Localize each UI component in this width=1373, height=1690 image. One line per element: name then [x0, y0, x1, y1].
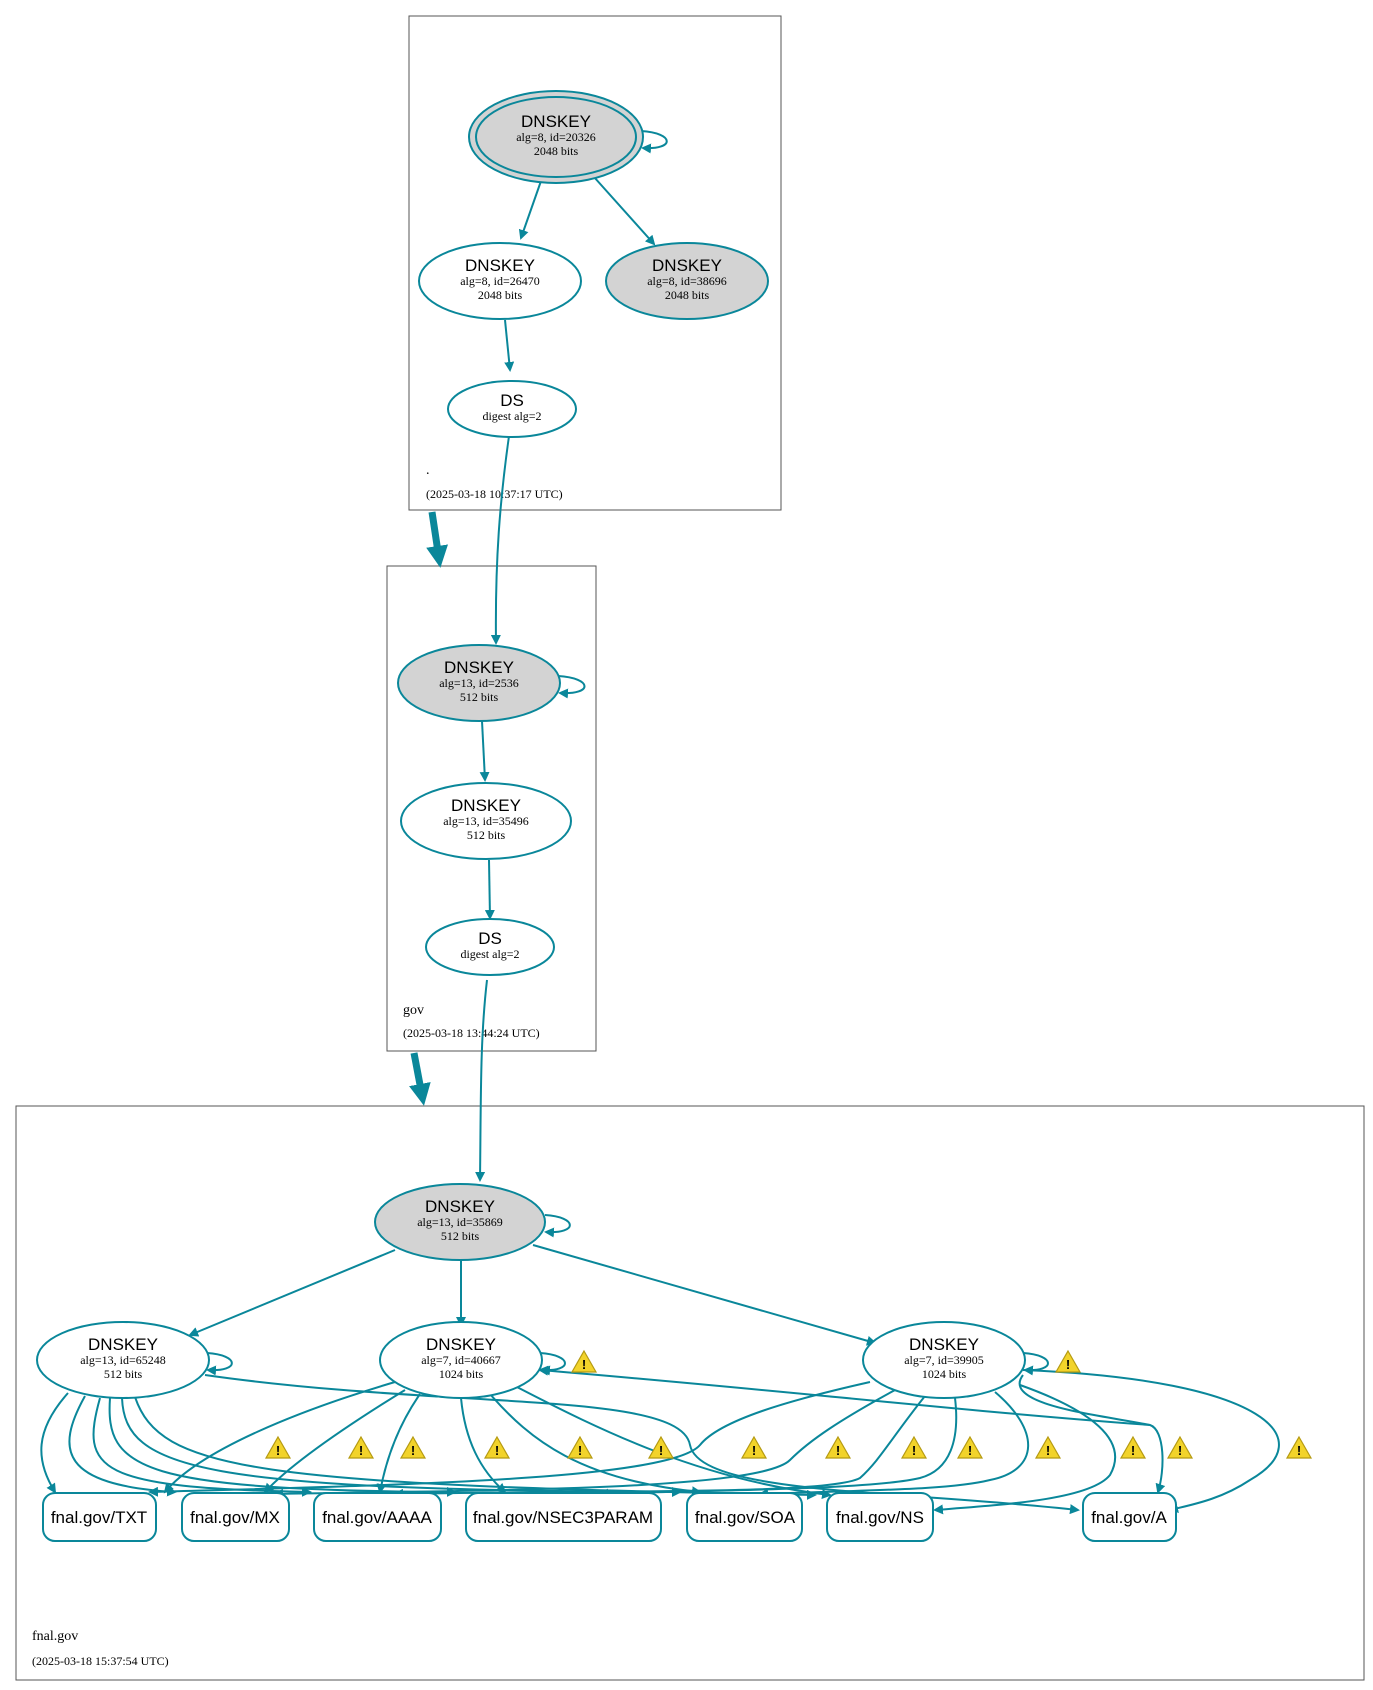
zone-root-name: .: [426, 463, 430, 478]
rrset-label: fnal.gov/NS: [836, 1508, 924, 1527]
node-detail: 1024 bits: [922, 1367, 967, 1381]
rrset-aaaa[interactable]: fnal.gov/AAAA: [313, 1492, 442, 1542]
node-title: DNSKEY: [465, 256, 535, 275]
zone-fnal-name: fnal.gov: [32, 1629, 78, 1644]
delegation-gov-fnal-arrow: [409, 1052, 431, 1106]
node-detail: alg=8, id=20326: [516, 130, 596, 144]
node-detail: digest alg=2: [460, 947, 519, 961]
node-detail: digest alg=2: [482, 409, 541, 423]
ds-node-gov[interactable]: DS digest alg=2: [447, 380, 577, 438]
node-detail: alg=8, id=26470: [460, 274, 540, 288]
rrset-nsec3param[interactable]: fnal.gov/NSEC3PARAM: [465, 1492, 662, 1542]
zone-root-timestamp: (2025-03-18 10:37:17 UTC): [426, 487, 563, 501]
dnskey-node-35869[interactable]: DNSKEY alg=13, id=35869 512 bits: [374, 1183, 546, 1261]
rrset-label: fnal.gov/SOA: [695, 1508, 796, 1527]
rrset-label: fnal.gov/MX: [190, 1508, 280, 1527]
node-title: DNSKEY: [88, 1335, 158, 1354]
edges-gov: [475, 675, 586, 1182]
ds-node-fnal[interactable]: DS digest alg=2: [425, 918, 555, 976]
rrset-mx[interactable]: fnal.gov/MX: [181, 1492, 290, 1542]
zone-gov-name: gov: [403, 1003, 424, 1018]
node-detail: alg=13, id=65248: [80, 1353, 166, 1367]
node-detail: alg=7, id=39905: [904, 1353, 984, 1367]
node-title: DNSKEY: [451, 796, 521, 815]
node-detail: 2048 bits: [534, 144, 579, 158]
node-detail: 512 bits: [460, 690, 499, 704]
dnskey-node-65248[interactable]: DNSKEY alg=13, id=65248 512 bits: [36, 1321, 210, 1399]
node-detail: 2048 bits: [478, 288, 523, 302]
node-title: DNSKEY: [425, 1197, 495, 1216]
zone-fnal: fnal.gov (2025-03-18 15:37:54 UTC): [15, 1105, 1365, 1681]
node-detail: 2048 bits: [665, 288, 710, 302]
node-detail: alg=7, id=40667: [421, 1353, 501, 1367]
dnskey-node-20326[interactable]: DNSKEY alg=8, id=20326 2048 bits: [468, 90, 644, 184]
node-title: DNSKEY: [652, 256, 722, 275]
rrset-txt[interactable]: fnal.gov/TXT: [42, 1492, 157, 1542]
node-detail: alg=13, id=2536: [439, 676, 519, 690]
node-detail: 1024 bits: [439, 1367, 484, 1381]
node-title: DS: [500, 391, 524, 410]
rrset-label: fnal.gov/A: [1091, 1508, 1167, 1527]
node-title: DNSKEY: [521, 112, 591, 131]
node-detail: 512 bits: [467, 828, 506, 842]
dnskey-node-40667[interactable]: DNSKEY alg=7, id=40667 1024 bits: [379, 1321, 543, 1399]
node-detail: alg=13, id=35869: [417, 1215, 503, 1229]
edges-root: [490, 130, 668, 645]
dnskey-node-39905[interactable]: DNSKEY alg=7, id=39905 1024 bits: [862, 1321, 1026, 1399]
node-detail: alg=8, id=38696: [647, 274, 727, 288]
node-title: DNSKEY: [444, 658, 514, 677]
node-title: DNSKEY: [909, 1335, 979, 1354]
node-title: DS: [478, 929, 502, 948]
node-detail: 512 bits: [441, 1229, 480, 1243]
node-detail: alg=13, id=35496: [443, 814, 529, 828]
rrset-label: fnal.gov/AAAA: [322, 1508, 432, 1527]
zone-gov-timestamp: (2025-03-18 13:44:24 UTC): [403, 1026, 540, 1040]
dnskey-node-26470[interactable]: DNSKEY alg=8, id=26470 2048 bits: [418, 242, 582, 320]
dnskey-node-2536[interactable]: DNSKEY alg=13, id=2536 512 bits: [397, 644, 561, 722]
rrset-a[interactable]: fnal.gov/A: [1082, 1492, 1177, 1542]
rrset-ns[interactable]: fnal.gov/NS: [826, 1492, 934, 1542]
zone-fnal-timestamp: (2025-03-18 15:37:54 UTC): [32, 1654, 169, 1668]
delegation-root-gov-arrow: [426, 511, 448, 568]
rrset-label: fnal.gov/NSEC3PARAM: [473, 1508, 653, 1527]
dnskey-node-35496[interactable]: DNSKEY alg=13, id=35496 512 bits: [400, 782, 572, 860]
node-title: DNSKEY: [426, 1335, 496, 1354]
rrset-soa[interactable]: fnal.gov/SOA: [686, 1492, 803, 1542]
node-detail: 512 bits: [104, 1367, 143, 1381]
dnskey-node-38696[interactable]: DNSKEY alg=8, id=38696 2048 bits: [605, 242, 769, 320]
rrset-label: fnal.gov/TXT: [51, 1508, 147, 1527]
